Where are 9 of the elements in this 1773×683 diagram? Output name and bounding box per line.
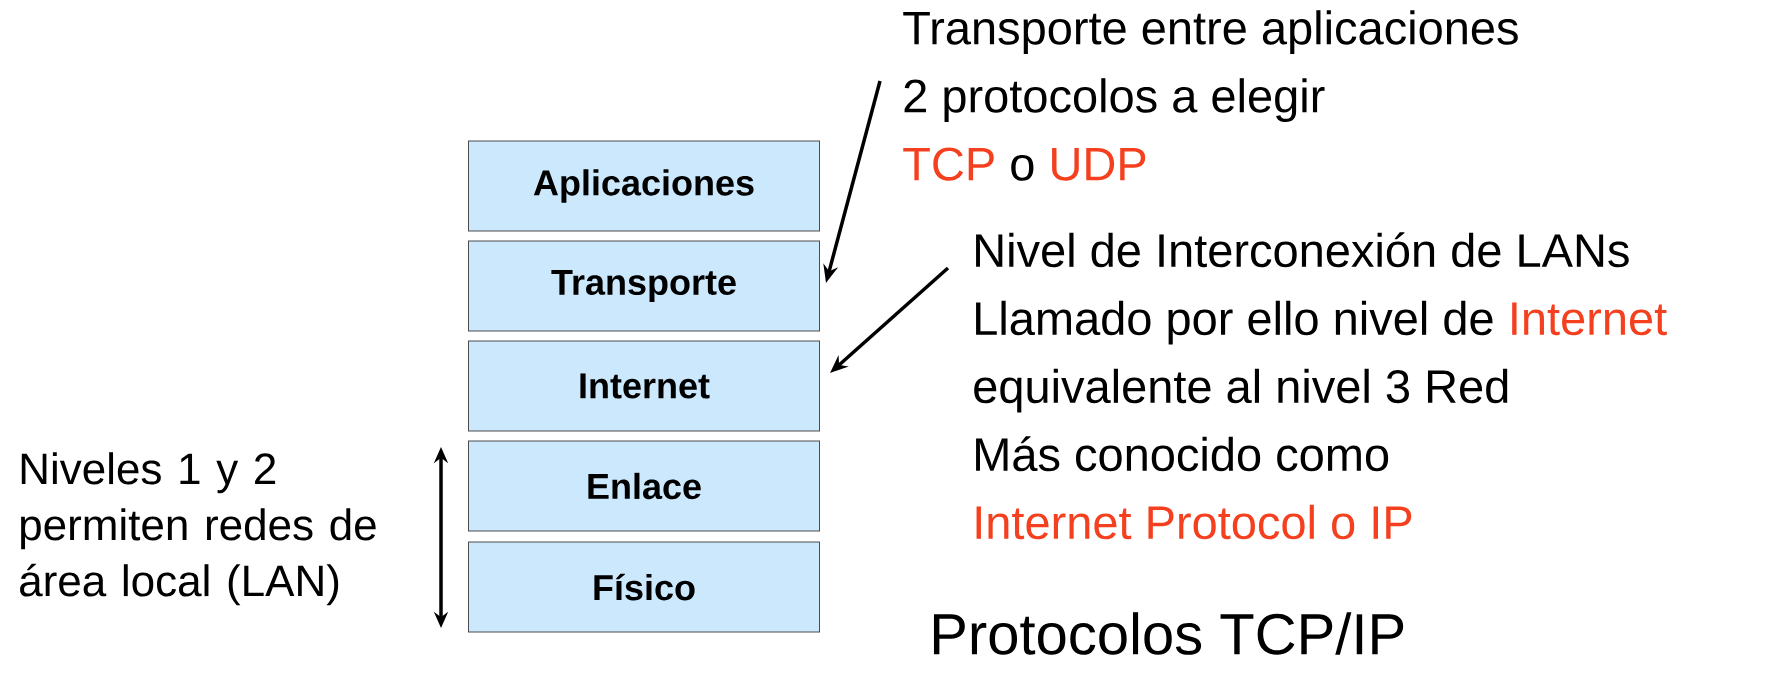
side-note: Niveles 1 y 2 permiten redes de área local (LAN) (20, 452, 376, 606)
layer-box: Internet (468, 340, 820, 432)
layer-box: Transporte (468, 240, 820, 332)
layer-box: Físico (468, 541, 820, 633)
annotation-text: Transporte entre aplicaciones 2 protocolos a elegir TCP o UDP (903, 10, 1518, 181)
layer-box: Enlace (468, 440, 820, 532)
layer-box: Aplicaciones (468, 140, 820, 232)
title: Protocolos TCP/IP (933, 612, 1404, 655)
annotation-text: Nivel de Interconexión de LANs Llamado por ello nivel de Internet equivalente al nivel 3 Red Más conocido como Internet Protocol o IP (974, 232, 1667, 540)
